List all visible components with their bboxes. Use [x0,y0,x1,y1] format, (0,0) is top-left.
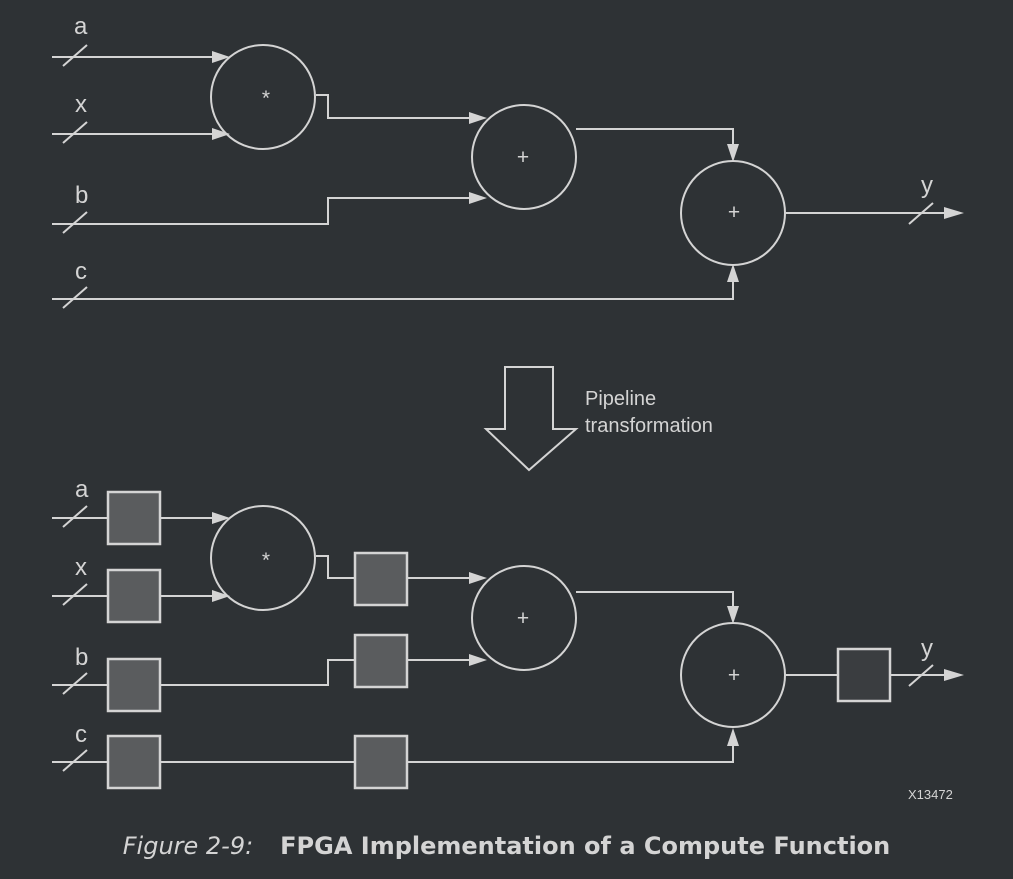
arrow-y-icon [944,207,964,219]
op-label: * [262,87,270,110]
register-x [106,568,162,624]
arrow-a-icon [212,51,230,63]
caption-title: FPGA Implementation of a Compute Functio… [280,832,891,860]
signal-label-c: c [75,258,87,285]
signal-label-b: b [75,182,88,209]
wire-mul-to-reg [316,555,355,579]
arrow-add1-icon [727,144,739,162]
register-y [836,647,892,703]
bus-slash-icon [62,211,88,234]
signal-label-a: a [74,13,88,40]
wire-b [52,197,476,225]
bus-slash-icon [908,202,934,225]
register-c [106,734,162,790]
multiplier-node [210,505,316,611]
arrow-b-icon [469,654,487,666]
arrow-x-icon [212,590,230,602]
arrow-c-icon [727,264,739,282]
bus-slash-icon [62,672,88,695]
wire-c-out [406,738,734,763]
wire-add1-to-add2 [576,591,734,614]
wire-c [52,274,734,300]
arrow-y-icon [944,669,964,681]
arrow-x-icon [212,128,230,140]
arrow-c-icon [727,728,739,746]
arrow-a-icon [212,512,230,524]
adder-node [680,160,786,266]
signal-label-b: b [75,644,88,671]
signal-label-x: x [75,91,87,118]
transformation-arrow: Pipeline transformation [483,366,713,472]
op-label: * [262,549,270,572]
adder-node [471,104,577,210]
adder-node [680,622,786,728]
wire-b-mid [160,659,355,686]
caption-number: Figure 2-9: [122,832,254,860]
register-a [106,490,162,546]
signal-label-c: c [75,721,87,748]
bus-slash-icon [62,505,88,528]
bus-slash-icon [62,44,88,67]
arrow-b-icon [469,192,487,204]
arrow-add1-icon [727,606,739,624]
multiplier-node [210,44,316,150]
bus-slash-icon [62,749,88,772]
register-b2 [353,633,409,689]
down-arrow-icon [483,366,579,472]
arrow-mul-icon [469,572,487,584]
figure-caption: Figure 2-9: FPGA Implementation of a Com… [0,832,1013,861]
signal-label-y: y [921,172,933,199]
op-label: + [728,201,740,224]
wire-mul-to-add1 [316,94,476,119]
signal-label-y: y [921,635,933,662]
combinational-circuit: * + + a x b c y [52,13,964,309]
arrow-mul-icon [469,112,487,124]
pipelined-circuit: * + + a x b c y X13472 [52,476,964,802]
register-b [106,657,162,713]
op-label: + [728,664,740,687]
adder-node [471,565,577,671]
op-label: + [517,146,529,169]
bus-slash-icon [62,583,88,606]
register-mul [353,551,409,607]
register-c2 [353,734,409,790]
wire-add1-to-add2 [576,128,734,152]
bus-slash-icon [62,286,88,309]
transformation-label-line1: Pipeline [585,388,656,410]
signal-label-a: a [75,476,89,503]
figure-id: X13472 [908,787,953,802]
op-label: + [517,607,529,630]
bus-slash-icon [62,121,88,144]
bus-slash-icon [908,664,934,687]
transformation-label-line2: transformation [585,415,713,437]
signal-label-x: x [75,554,87,581]
